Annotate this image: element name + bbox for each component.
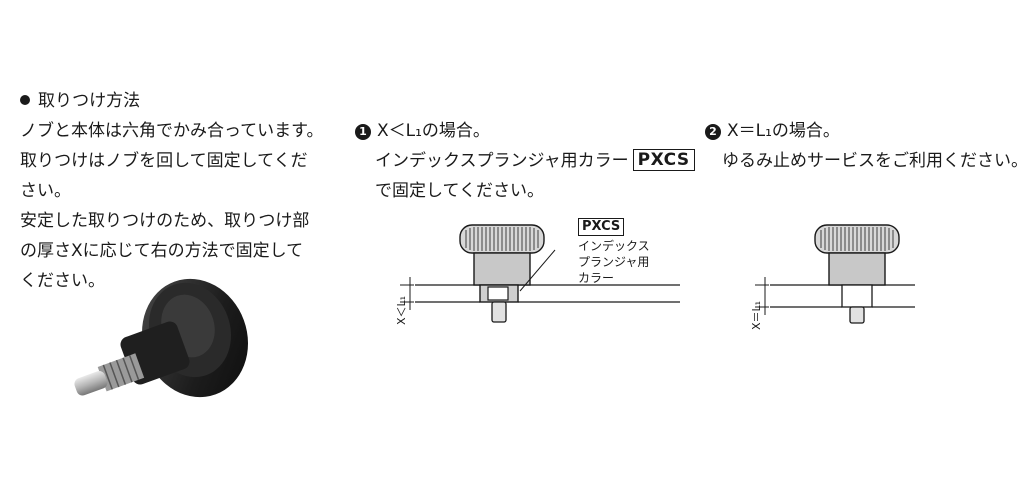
case1-title-text: X＜L₁の場合。 xyxy=(377,121,490,141)
case1-tag-line-3: カラー xyxy=(578,271,615,285)
method-line-1: ノブと本体は六角でかみ合っています。 xyxy=(20,121,324,141)
case1-pxcs-tag: PXCS xyxy=(578,218,625,236)
case1-line-3: で固定してください。 xyxy=(375,181,544,201)
number-1-icon: 1 xyxy=(355,124,371,140)
case1-tag-line-1: インデックス xyxy=(578,239,650,253)
method-line-4: 安定した取りつけのため、取りつけ部 xyxy=(20,211,310,231)
case2-title-text: X＝L₁の場合。 xyxy=(727,121,840,141)
case2-dim-label: X＝L₁ xyxy=(750,300,763,330)
number-2-icon: 2 xyxy=(705,124,721,140)
method-heading: 取りつけ方法 xyxy=(20,86,140,116)
method-line-3: さい。 xyxy=(20,181,71,201)
method-line-6: ください。 xyxy=(20,271,105,291)
case2-diagram xyxy=(755,224,915,324)
bullet-icon xyxy=(20,95,30,105)
pxcs-code-box: PXCS xyxy=(632,149,695,171)
method-heading-text: 取りつけ方法 xyxy=(38,91,141,111)
case2-line-2: ゆるみ止めサービスをご利用ください。 xyxy=(722,151,1028,171)
method-line-5: の厚さXに応じて右の方法で固定して xyxy=(20,241,304,261)
plunger-photo xyxy=(74,278,248,398)
case1-tag-line-2: プランジャ用 xyxy=(578,255,650,269)
case1-diagram xyxy=(400,224,680,323)
method-line-2: 取りつけはノブを回して固定してくだ xyxy=(20,151,308,171)
case2-title: 2 X＝L₁の場合。 xyxy=(705,116,840,146)
case1-dim-label: X＜L₁ xyxy=(395,295,408,325)
case1-line2-text: インデックスプランジャ用カラー xyxy=(375,151,629,171)
case1-title: 1 X＜L₁の場合。 xyxy=(355,116,490,146)
